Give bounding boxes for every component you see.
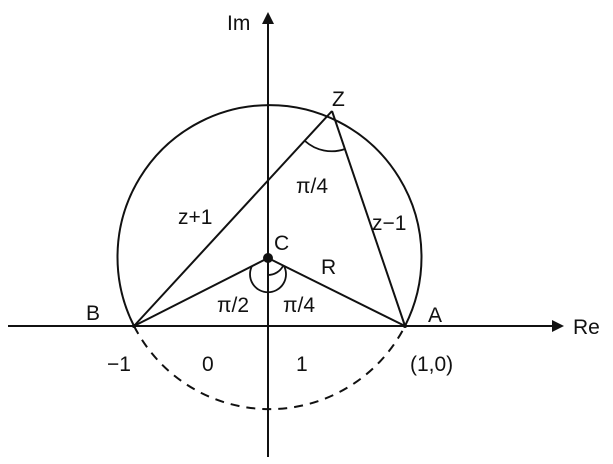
point-a: [403, 324, 407, 328]
angle-arc-z: [304, 140, 346, 153]
point-b: [132, 324, 136, 328]
angle-label-z: π/4: [296, 175, 328, 198]
angle-arc-c-inner: [267, 265, 284, 276]
circle-upper-arc: [116, 104, 423, 327]
point-c-label: C: [274, 232, 289, 255]
point-b-label: B: [86, 302, 100, 325]
segment-b-z: [133, 110, 333, 327]
tick-label-minus-one: −1: [107, 353, 131, 376]
tick-label-zero: 0: [202, 353, 214, 376]
segment-b-c: [133, 257, 269, 327]
edge-label-radius: R: [321, 256, 336, 279]
point-z-label: Z: [332, 88, 345, 111]
tick-label-one: 1: [296, 353, 308, 376]
angle-arc-c-outer: [249, 265, 287, 294]
real-axis-label: Re: [573, 316, 600, 339]
edge-label-z-plus-1: z+1: [178, 206, 212, 229]
segment-c-a: [267, 257, 406, 327]
point-a-label: A: [428, 304, 442, 327]
circle-lower-arc: [133, 325, 406, 411]
center-point: [263, 253, 273, 263]
angle-label-c-right: π/4: [283, 294, 315, 317]
imaginary-axis-label: Im: [227, 12, 250, 35]
angle-label-c-left: π/2: [217, 294, 249, 317]
edge-label-z-minus-1: z−1: [372, 212, 406, 235]
segment-z-a: [331, 110, 406, 327]
point-a-coordinates: (1,0): [410, 353, 453, 376]
